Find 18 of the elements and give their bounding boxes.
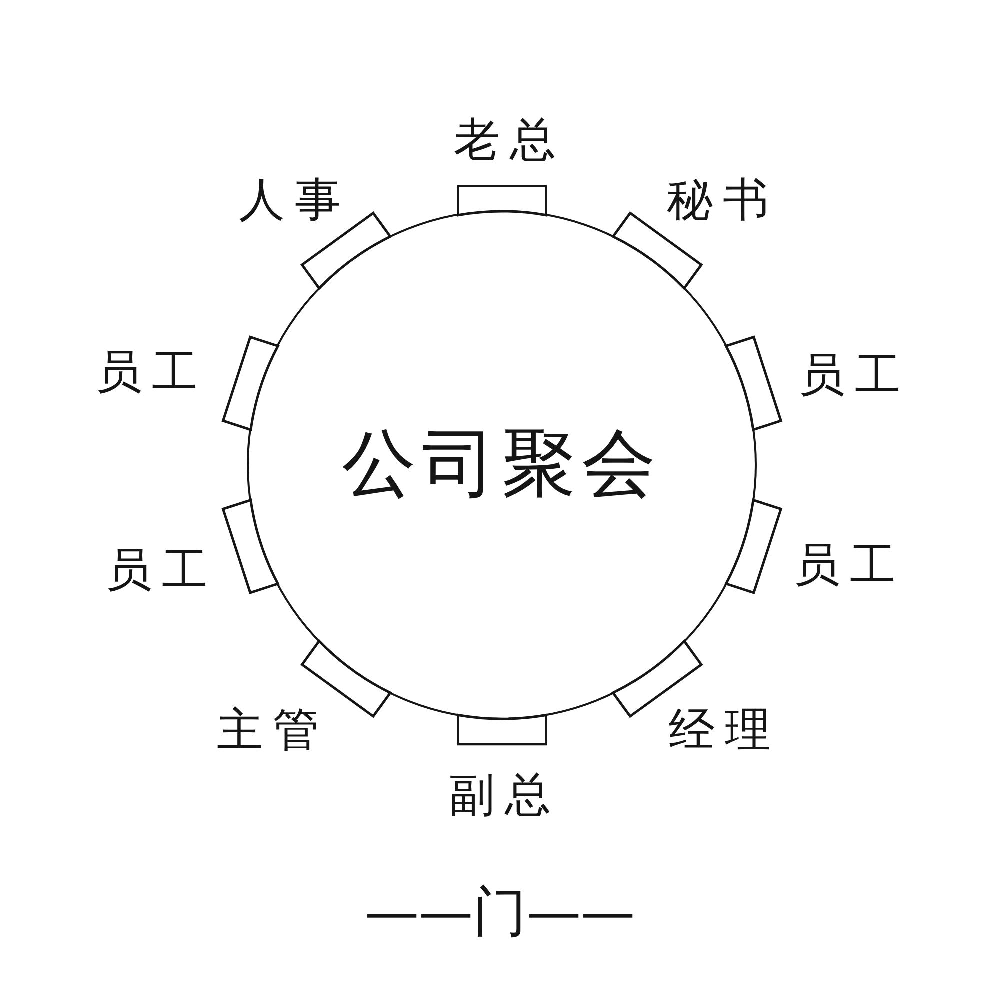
seat-label: 主管 <box>217 704 329 756</box>
seat-label: 秘书 <box>667 174 779 226</box>
chair <box>222 336 280 431</box>
door-label: ——门—— <box>365 882 635 942</box>
chair <box>222 499 280 594</box>
seat-label: 员工 <box>106 544 218 596</box>
chair <box>724 336 782 431</box>
seat-label: 员工 <box>794 540 906 590</box>
seat-label: 人事 <box>239 174 351 226</box>
chair <box>724 499 782 594</box>
seat-label: 副总 <box>449 770 561 820</box>
seat-label: 经理 <box>669 704 781 756</box>
chair <box>456 184 548 216</box>
seat-label: 老总 <box>454 114 566 166</box>
table-title: 公司聚会 <box>342 424 662 506</box>
chair <box>456 714 548 746</box>
seat-label: 员工 <box>799 350 911 400</box>
seat-label: 员工 <box>96 346 208 398</box>
